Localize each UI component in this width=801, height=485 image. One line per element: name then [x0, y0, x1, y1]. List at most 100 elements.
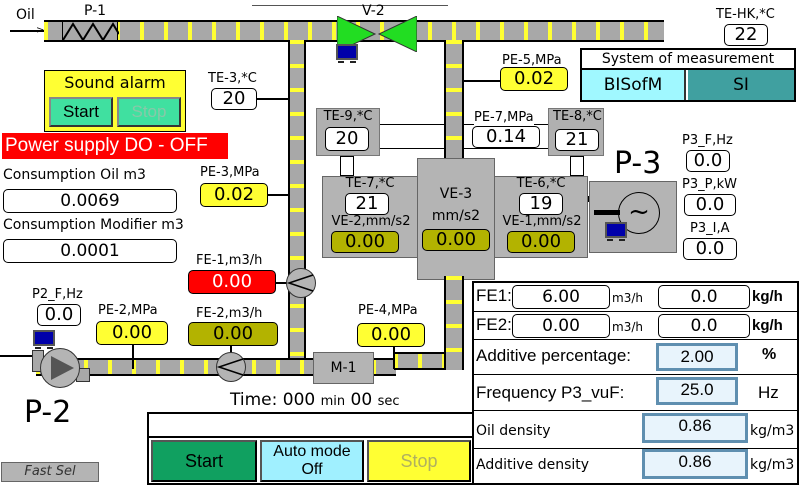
valve-v2-control-icon[interactable] — [336, 44, 358, 66]
motor-p3-control-icon[interactable] — [605, 222, 627, 244]
oil-inlet-label: Oil — [16, 7, 35, 23]
left-vertical-pipe — [288, 40, 306, 360]
te8-value: 21 — [555, 129, 599, 151]
p3-p-label: P3_P,kW — [682, 177, 737, 192]
te9-stem — [340, 156, 354, 176]
p3-f-value: 0.0 — [686, 150, 730, 172]
table-row-frequency: Frequency P3_vuF: 25.0 Hz — [474, 375, 797, 411]
fe2-value: 0.00 — [188, 322, 278, 346]
te6-label: TE-6,*C — [516, 176, 566, 191]
ve1-value: 0.00 — [507, 231, 575, 253]
ve3-label: VE-3 — [439, 186, 473, 202]
te9-line-top — [380, 124, 446, 125]
bearing-te6-box: TE-6,*C 19 VE-1,mm/s2 0.00 — [494, 176, 588, 258]
consumption-modifier-value: 0.0001 — [3, 239, 177, 263]
measurement-panel: System of measurement BISofM SI — [580, 48, 796, 102]
fe1-mass-value: 0.0 — [658, 285, 750, 309]
additive-density-input[interactable]: 0.86 — [642, 449, 748, 479]
pe7-label: PE-7,MPa — [474, 110, 534, 125]
valve-v2-label: V-2 — [362, 3, 385, 19]
te8-stem — [570, 156, 584, 176]
fe2-vol-unit: m3/h — [612, 320, 643, 334]
te3-value: 20 — [211, 88, 257, 110]
tehk-label: TE-HK,*C — [716, 7, 775, 22]
fe1-label: FE-1,m3/h — [196, 253, 263, 268]
ve3-housing: VE-3 mm/s2 0.00 — [417, 158, 495, 280]
pump-p2-control-icon[interactable] — [33, 330, 55, 352]
p3-i-label: P3_I,A — [690, 221, 730, 236]
top-divider — [252, 5, 448, 6]
motor-shaft — [594, 210, 620, 215]
oil-density-input[interactable]: 0.86 — [642, 413, 748, 443]
te8-label: TE-8,*C — [553, 109, 602, 124]
alarm-stop-button[interactable]: Stop — [117, 97, 181, 127]
p3-f-label: P3_F,Hz — [682, 133, 733, 148]
fe2-mass-value: 0.0 — [658, 314, 750, 338]
fe1-connector — [276, 282, 288, 284]
timer-display: Time: 000 min 00 sec — [230, 390, 400, 412]
fast-sel-button[interactable]: Fast Sel — [1, 462, 99, 482]
te3-label: TE-3,*C — [208, 71, 257, 86]
fe1-mass-unit: kg/h — [752, 288, 783, 305]
pe3-value: 0.02 — [200, 183, 268, 207]
pe2-label: PE-2,MPa — [98, 303, 158, 318]
frequency-label: Frequency P3_vuF: — [476, 383, 625, 402]
ve1-label: VE-1,mm/s2 — [502, 214, 582, 229]
te8-sensor-box: TE-8,*C 21 — [548, 108, 604, 156]
p2-inlet-arrow-icon — [0, 355, 34, 357]
pe2-value: 0.00 — [96, 321, 168, 345]
additive-pct-unit: % — [762, 346, 777, 363]
pe3-connector — [268, 194, 290, 196]
inlet-arrow-icon — [10, 30, 44, 32]
sound-alarm-title: Sound alarm — [64, 73, 166, 92]
flowmeter-fe2-icon — [216, 352, 246, 382]
stop-button[interactable]: Stop — [367, 440, 471, 482]
fe1-vol-value: 6.00 — [512, 285, 610, 309]
ve2-label: VE-2,mm/s2 — [331, 214, 411, 229]
auto-mode-button[interactable]: Auto mode Off — [260, 440, 364, 482]
pe5-connector — [464, 80, 500, 82]
measurement-si-button[interactable]: SI — [688, 70, 794, 100]
timer-prefix: Time: — [230, 390, 278, 410]
pump-p2-icon[interactable] — [40, 348, 80, 388]
return-vertical-pipe — [444, 276, 464, 370]
alarm-start-button[interactable]: Start — [49, 97, 113, 127]
consumption-oil-value: 0.0069 — [3, 189, 177, 213]
te6-value: 19 — [519, 193, 563, 215]
te9-sensor-box: TE-9,*C 20 — [316, 108, 380, 156]
center-vertical-pipe — [444, 40, 464, 160]
additive-pct-input[interactable]: 2.00 — [656, 343, 738, 371]
auto-mode-line1: Auto mode — [273, 443, 351, 460]
fe2-vol-value: 0.00 — [512, 314, 610, 338]
table-row-fe2: FE2: 0.00 m3/h 0.0 kg/h — [474, 312, 797, 340]
pe5-label: PE-5,MPa — [502, 53, 562, 68]
control-divider — [149, 436, 473, 438]
pe7-value: 0.14 — [472, 126, 540, 148]
auto-mode-line2: Off — [301, 461, 323, 478]
mixer-m1: M-1 — [313, 352, 374, 384]
start-button[interactable]: Start — [151, 440, 257, 482]
te7-value: 21 — [345, 193, 389, 215]
te7-label: TE-7,*C — [345, 176, 395, 191]
frequency-unit: Hz — [758, 383, 779, 402]
motor-p3: ~ — [589, 181, 677, 253]
frequency-input[interactable]: 25.0 — [656, 377, 738, 405]
ve3-value: 0.00 — [422, 229, 490, 251]
p2-f-label: P2_F,Hz — [32, 287, 83, 302]
additive-density-unit: kg/m3 — [750, 457, 795, 473]
ve2-value: 0.00 — [331, 231, 399, 253]
measurement-bisofm-button[interactable]: BISofM — [582, 70, 686, 100]
pump-p2-label: P-2 — [24, 395, 72, 430]
additive-pct-label: Additive percentage: — [476, 346, 631, 365]
table-row-oil-density: Oil density 0.86 kg/m3 — [474, 411, 797, 449]
fe1-table-label: FE1: — [476, 286, 512, 305]
fe2-label: FE-2,m3/h — [196, 306, 263, 321]
fe2-mass-unit: kg/h — [752, 317, 783, 334]
p3-i-value: 0.0 — [683, 238, 737, 260]
tehk-value: 22 — [724, 24, 768, 46]
heater-p1-icon — [62, 22, 120, 42]
fe2-table-label: FE2: — [476, 315, 512, 334]
pe4-label: PE-4,MPa — [358, 303, 418, 318]
pe3-label: PE-3,MPa — [200, 165, 260, 180]
pe5-value: 0.02 — [500, 67, 568, 91]
